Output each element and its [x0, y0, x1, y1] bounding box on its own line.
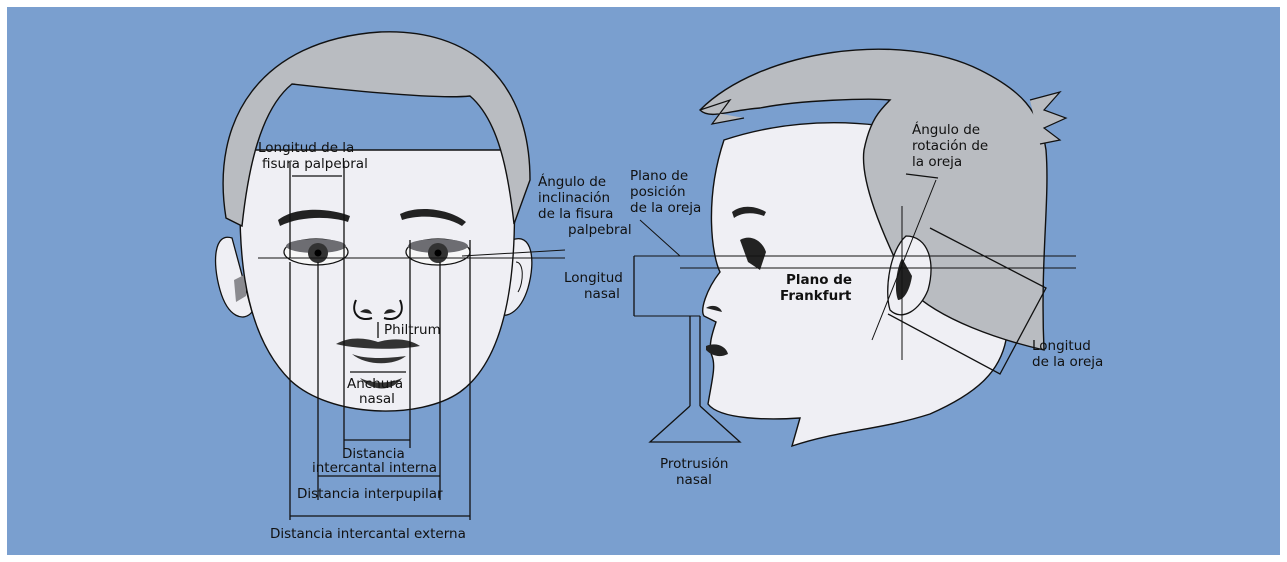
label-angulo-inclinacion: Ángulo de inclinación de la fisura palpe…: [538, 173, 632, 238]
label-philtrum: Philtrum: [384, 322, 441, 338]
label-longitud-fisura: Longitud de la fisura palpebral: [258, 140, 368, 172]
profile-face: [634, 49, 1076, 446]
right-pupil-center: [435, 250, 442, 257]
label-plano-posicion-oreja: Plano de posición de la oreja: [630, 168, 701, 216]
label-longitud-oreja: Longitud de la oreja: [1032, 338, 1103, 370]
label-distancia-intercantal-interna: Distancia intercantal interna: [312, 446, 437, 476]
ear-position-pointer: [640, 220, 680, 256]
left-pupil-center: [315, 250, 322, 257]
label-distancia-interpupilar: Distancia interpupilar: [297, 486, 443, 502]
label-plano-frankfurt: Plano de Frankfurt: [780, 272, 857, 304]
label-distancia-intercantal-externa: Distancia intercantal externa: [270, 526, 466, 542]
label-protrusion-nasal: Protrusión nasal: [660, 456, 733, 488]
label-longitud-nasal: Longitud nasal: [564, 270, 627, 302]
